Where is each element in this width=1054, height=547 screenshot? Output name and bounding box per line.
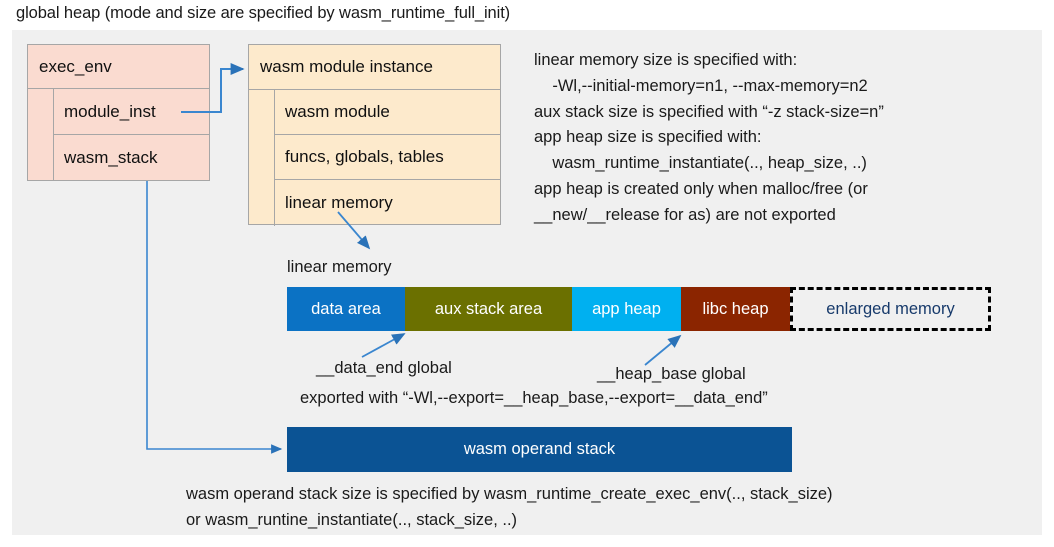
annotation-heap-base: __heap_base global (597, 365, 746, 383)
segment-enlarged-memory: enlarged memory (790, 287, 991, 331)
page-title: global heap (mode and size are specified… (16, 4, 511, 22)
exec-env-header: exec_env (28, 45, 209, 89)
operand-stack-notes: wasm operand stack size is specified by … (186, 485, 833, 529)
field-funcs-globals-tables: funcs, globals, tables (275, 135, 500, 180)
exec-env-field-module-inst: module_inst (54, 89, 209, 135)
segment-app-heap: app heap (572, 287, 681, 331)
wasm-module-instance-rows: wasm module funcs, globals, tables linea… (275, 90, 500, 226)
exec-env-box: exec_env module_inst wasm_stack (27, 44, 210, 181)
wasm-module-instance-box: wasm module instance wasm module funcs, … (248, 44, 501, 226)
field-wasm-module: wasm module (275, 90, 500, 135)
exec-env-body: module_inst wasm_stack (28, 89, 209, 181)
segment-data-area: data area (287, 287, 405, 331)
annotation-exported-with: exported with “-Wl,--export=__heap_base,… (300, 389, 768, 407)
field-linear-memory: linear memory (285, 193, 393, 212)
exec-env-rows: module_inst wasm_stack (54, 89, 209, 181)
wasm-module-instance-header: wasm module instance (249, 45, 500, 90)
annotation-data-end: __data_end global (316, 359, 452, 377)
segment-libc-heap: libc heap (681, 287, 790, 331)
wasm-operand-stack-bar: wasm operand stack (287, 427, 792, 472)
segment-aux-stack-area: aux stack area (405, 287, 572, 331)
exec-env-field-wasm-stack: wasm_stack (64, 147, 158, 167)
wasm-module-instance-body: wasm module funcs, globals, tables linea… (249, 90, 500, 226)
exec-env-gutter (28, 89, 54, 181)
linear-memory-label: linear memory (287, 258, 392, 276)
linear-memory-bar: data area aux stack area app heap libc h… (287, 287, 991, 331)
linear-memory-notes: linear memory size is specified with: -W… (534, 51, 884, 224)
wasm-module-instance-gutter (249, 90, 275, 226)
